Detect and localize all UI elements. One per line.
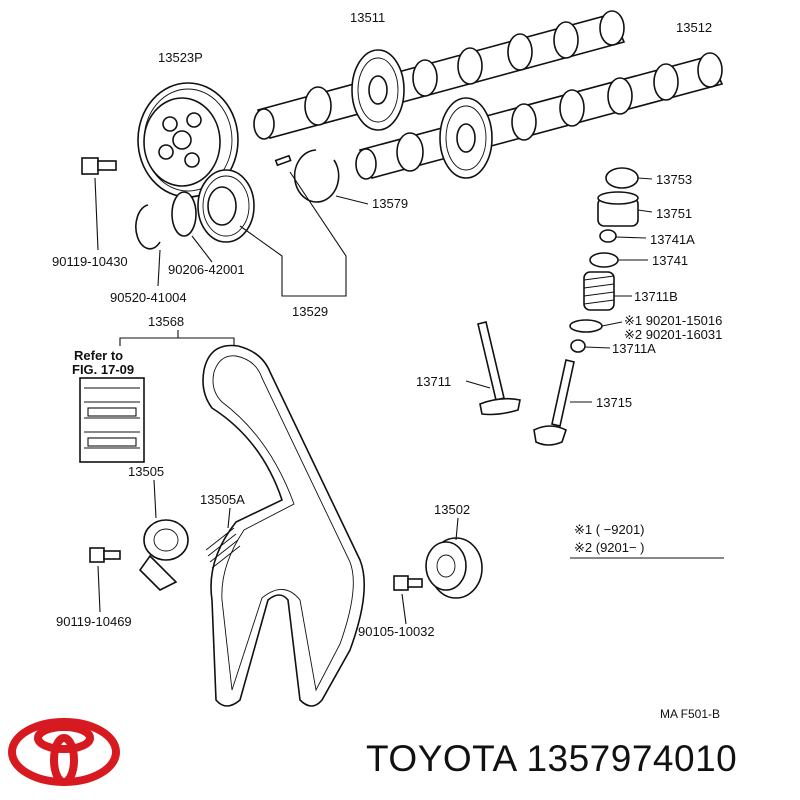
- label-13579: 13579: [372, 196, 408, 211]
- snap-ring-13579: [293, 149, 340, 203]
- toyota-logo-icon: [8, 718, 120, 786]
- label-13753: 13753: [656, 172, 692, 187]
- snap-ring-90520: [135, 204, 161, 250]
- valve-keeper: [599, 229, 617, 243]
- intake-valve: [477, 321, 521, 416]
- bolt-90119-10469: [89, 547, 121, 563]
- label-13715: 13715: [596, 395, 632, 410]
- camshaft-sub-gear: [197, 169, 255, 243]
- label-90201-15016: ※1 90201-15016: [624, 313, 722, 328]
- label-13505: 13505: [128, 464, 164, 479]
- bolt-90105-10032: [393, 575, 423, 591]
- ring-90206: [171, 191, 197, 237]
- label-13523p: 13523P: [158, 50, 203, 65]
- label-13741a: 13741A: [650, 232, 695, 247]
- figure-code: MA F501-B: [660, 707, 720, 721]
- valve-lifter: [597, 191, 639, 227]
- label-13741: 13741: [652, 253, 688, 268]
- label-13711a: 13711A: [612, 341, 656, 356]
- timing-belt: [202, 344, 365, 707]
- label-13711b: 13711B: [634, 289, 678, 304]
- valve-spring: [583, 271, 615, 311]
- label-13502: 13502: [434, 502, 470, 517]
- camshaft-timing-pulley: [137, 82, 239, 198]
- refer-to-text: Refer to: [74, 348, 123, 363]
- label-13711: 13711: [416, 374, 451, 389]
- label-90119-10469: 90119-10469: [56, 614, 132, 629]
- label-90206-42001: 90206-42001: [168, 262, 245, 277]
- label-90119-10430: 90119-10430: [52, 254, 128, 269]
- bolt-90119-10430: [81, 157, 117, 251]
- valve-lifter-shim: [605, 167, 639, 189]
- tensioner-spring: [205, 527, 241, 569]
- camshaft-13512: [355, 52, 724, 180]
- spring-seat: [569, 319, 603, 333]
- idler-pulley: [425, 537, 483, 599]
- label-90201-16031: ※2 90201-16031: [624, 327, 722, 342]
- belt-tensioner: [138, 519, 189, 591]
- label-13751: 13751: [656, 206, 692, 221]
- label-13505a: 13505A: [200, 492, 245, 507]
- reference-table-icon: [79, 377, 145, 463]
- label-13512: 13512: [676, 20, 712, 35]
- note-1: ※1 ( −9201): [574, 522, 645, 537]
- spring-retainer: [589, 252, 619, 268]
- refer-figure-text: FIG. 17-09: [72, 362, 134, 377]
- note-2: ※2 (9201− ): [574, 540, 645, 555]
- label-13568: 13568: [148, 314, 184, 329]
- label-90520-41004: 90520-41004: [110, 290, 187, 305]
- knock-pin: [274, 154, 292, 167]
- exhaust-valve: [533, 359, 575, 446]
- valve-stem-seal: [570, 339, 586, 353]
- label-13511: 13511: [350, 10, 385, 25]
- label-13529: 13529: [292, 304, 328, 319]
- part-number-caption: TOYOTA 1357974010: [366, 738, 738, 779]
- camshaft-13511: [253, 10, 626, 140]
- label-90105-10032: 90105-10032: [358, 624, 435, 639]
